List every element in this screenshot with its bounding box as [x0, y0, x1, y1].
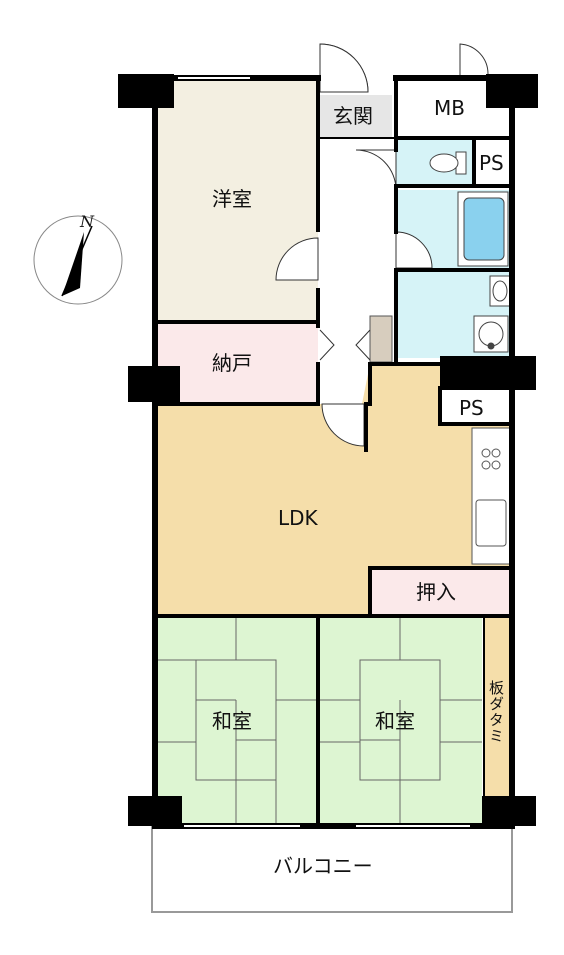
genkan-floor	[320, 95, 392, 137]
window-marks	[178, 77, 470, 827]
room-label-nando: 納戸	[212, 351, 252, 375]
room-label-mb: MB	[434, 96, 465, 120]
youshitsu-floor	[155, 78, 318, 322]
compass-north-label: N	[80, 212, 94, 231]
ps-mid-closet	[440, 390, 512, 424]
room-label-itadatami: 板ダタミ	[487, 680, 505, 744]
tatami-lines-left	[155, 618, 317, 824]
room-label-oshiire: 押入	[416, 580, 456, 604]
tatami-lines-right	[320, 618, 482, 824]
toilet-fixture	[429, 151, 467, 175]
walls	[152, 75, 515, 829]
washitsu-right-floor	[320, 618, 482, 824]
room-label-ps-top: PS	[479, 151, 504, 175]
washing-machine-fixture	[473, 315, 509, 353]
room-label-youshitsu: 洋室	[212, 187, 252, 211]
room-label-washitsu-right: 和室	[375, 709, 415, 733]
itadatami-floor	[484, 618, 512, 798]
nando-floor	[155, 322, 318, 402]
north-arrow-icon	[62, 232, 84, 296]
bathtub-fixture	[457, 191, 509, 267]
room-label-ldk: LDK	[278, 506, 318, 530]
ldk-floor	[155, 364, 512, 616]
room-label-balcony: バルコニー	[273, 854, 373, 878]
oshiire-floor	[370, 568, 512, 616]
kitchen-counter	[471, 427, 511, 565]
room-label-genkan: 玄関	[333, 104, 373, 128]
columns	[118, 74, 538, 826]
ps-top-closet	[474, 140, 512, 186]
window-lines	[178, 75, 470, 829]
compass	[33, 215, 123, 305]
door-swings	[275, 43, 489, 447]
room-label-washitsu-left: 和室	[212, 709, 252, 733]
wash-basin-fixture	[489, 275, 511, 307]
balcony-outline	[151, 825, 513, 913]
mb-closet	[396, 78, 486, 136]
room-label-ps-mid: PS	[459, 396, 484, 420]
shoe-closet	[369, 315, 393, 363]
